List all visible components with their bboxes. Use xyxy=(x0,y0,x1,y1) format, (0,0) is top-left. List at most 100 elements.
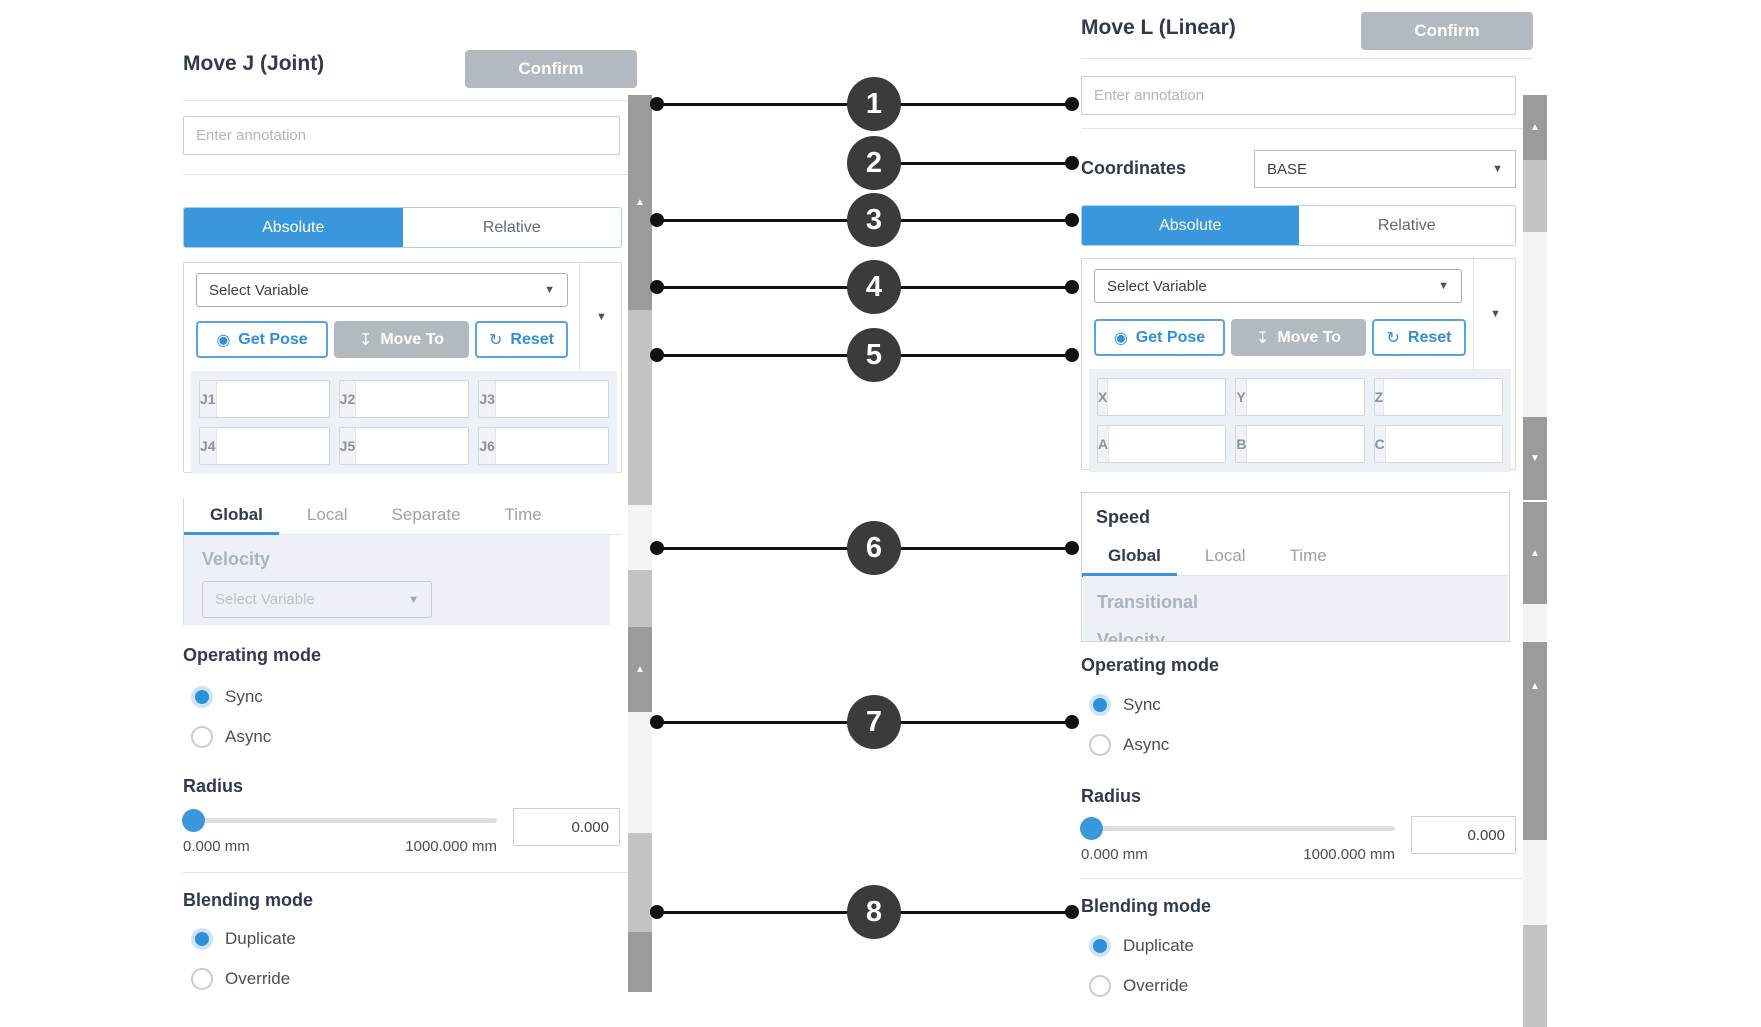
scrollbar-track[interactable] xyxy=(1523,604,1547,642)
move-j-panel: Move J (Joint) Confirm Absolute Relative… xyxy=(182,0,637,1027)
joint-input-j4[interactable] xyxy=(216,428,329,464)
joint-input-j1[interactable] xyxy=(216,381,329,417)
field-label: X xyxy=(1098,379,1109,415)
callout-dot xyxy=(1065,156,1079,170)
download-arrow-icon: ↧ xyxy=(358,331,373,349)
tab-relative[interactable]: Relative xyxy=(1298,206,1515,245)
move-to-label: Move To xyxy=(380,330,445,348)
slider-thumb[interactable] xyxy=(182,809,205,832)
scrollbar-track[interactable] xyxy=(628,505,652,570)
tab-global[interactable]: Global xyxy=(184,498,279,536)
scrollbar-thumb[interactable]: ▲ xyxy=(1523,502,1547,604)
pose-field-z: Z mm xyxy=(1373,378,1503,416)
callout-dot xyxy=(1065,541,1079,555)
coordinates-select[interactable]: BASE ▼ xyxy=(1254,150,1516,188)
reset-button[interactable]: ↻ Reset xyxy=(475,321,568,358)
scrollbar-thumb[interactable] xyxy=(628,833,652,932)
tab-local[interactable]: Local xyxy=(306,505,348,524)
reset-button[interactable]: ↻ Reset xyxy=(1372,319,1466,356)
scrollbar-track[interactable] xyxy=(1523,840,1547,925)
scrollbar-thumb[interactable] xyxy=(1523,925,1547,1027)
joint-input-j6[interactable] xyxy=(495,428,609,464)
duplicate-radio[interactable] xyxy=(1089,935,1111,957)
annotation-input[interactable] xyxy=(183,116,620,155)
pose-field-c: C ° xyxy=(1373,425,1503,463)
callout-3: 3 xyxy=(847,193,901,247)
radius-value-input[interactable]: 0.000 xyxy=(513,808,620,846)
radius-slider[interactable] xyxy=(182,809,497,832)
get-pose-button[interactable]: ◉ Get Pose xyxy=(196,321,328,358)
scrollbar-thumb[interactable]: ▼ xyxy=(1523,417,1547,500)
duplicate-radio[interactable] xyxy=(191,928,213,950)
radius-value-input[interactable]: 0.000 xyxy=(1411,816,1516,854)
divider xyxy=(183,100,637,101)
joint-input-j3[interactable] xyxy=(495,381,609,417)
scrollbar-thumb[interactable] xyxy=(628,310,652,505)
override-radio[interactable] xyxy=(1089,975,1111,997)
tab-absolute[interactable]: Absolute xyxy=(184,208,403,247)
scrollbar-thumb[interactable]: ▲ xyxy=(628,627,652,712)
scrollbar-thumb[interactable] xyxy=(628,570,652,627)
confirm-button[interactable]: Confirm xyxy=(465,50,637,88)
variable-select[interactable]: Select Variable ▼ xyxy=(1094,269,1462,303)
slider-thumb[interactable] xyxy=(1080,817,1103,840)
pose-input-y[interactable] xyxy=(1246,379,1364,415)
velocity-select[interactable]: Select Variable ▼ xyxy=(202,581,432,618)
transitional-label: Transitional xyxy=(1097,592,1199,612)
radio-row-override: Override xyxy=(191,966,290,992)
callout-dot xyxy=(650,905,664,919)
move-to-button[interactable]: ↧ Move To xyxy=(334,321,469,358)
tab-time[interactable]: Time xyxy=(1289,546,1327,565)
scrollbar-thumb[interactable]: ▲ xyxy=(1523,95,1547,160)
divider xyxy=(1081,878,1533,879)
joint-input-j2[interactable] xyxy=(356,381,469,417)
pose-input-x[interactable] xyxy=(1108,379,1226,415)
pose-input-a[interactable] xyxy=(1109,426,1226,462)
download-arrow-icon: ↧ xyxy=(1255,329,1270,347)
left-panel-scrollbar: ▲ ▲ xyxy=(628,0,652,1027)
joint-input-j5[interactable] xyxy=(356,428,469,464)
tab-absolute[interactable]: Absolute xyxy=(1082,206,1299,245)
scrollbar-thumb[interactable]: ▲ xyxy=(628,95,652,310)
sync-radio[interactable] xyxy=(1089,694,1111,716)
async-radio[interactable] xyxy=(191,726,213,748)
move-to-button[interactable]: ↧ Move To xyxy=(1231,319,1366,356)
tab-global[interactable]: Global xyxy=(1082,539,1177,577)
speed-tabs: Global Local Separate Time xyxy=(183,498,622,536)
pose-input-b[interactable] xyxy=(1247,426,1364,462)
scroll-up-icon: ▲ xyxy=(1530,547,1540,559)
callout-1: 1 xyxy=(847,77,901,131)
field-label: Y xyxy=(1236,379,1247,415)
variable-select-value: Select Variable xyxy=(1107,277,1207,295)
tab-time[interactable]: Time xyxy=(504,505,542,524)
radius-max-label: 1000.000 mm xyxy=(405,838,497,855)
variable-select[interactable]: Select Variable ▼ xyxy=(196,273,568,307)
pose-input-c[interactable] xyxy=(1385,426,1502,462)
sync-radio[interactable] xyxy=(191,686,213,708)
page-title: Move J (Joint) xyxy=(183,52,325,75)
scrollbar-thumb[interactable]: ▲ xyxy=(1523,642,1547,840)
callout-dot xyxy=(1065,280,1079,294)
tab-separate[interactable]: Separate xyxy=(391,505,461,524)
override-radio[interactable] xyxy=(191,968,213,990)
radius-slider[interactable] xyxy=(1080,817,1395,840)
field-label: C xyxy=(1374,426,1386,462)
scrollbar-track[interactable] xyxy=(628,712,652,833)
scrollbar-thumb[interactable] xyxy=(1523,160,1547,232)
callout-dot xyxy=(650,97,664,111)
scrollbar-thumb[interactable] xyxy=(628,932,652,992)
collapse-toggle[interactable]: ▼ xyxy=(1473,259,1517,369)
radius-min-label: 0.000 mm xyxy=(1081,846,1148,863)
get-pose-button[interactable]: ◉ Get Pose xyxy=(1094,319,1225,356)
joint-field-j5: J5 ° xyxy=(338,427,470,465)
joint-field-j2: J2 ° xyxy=(338,380,470,418)
pose-input-z[interactable] xyxy=(1384,379,1502,415)
refresh-icon: ↻ xyxy=(1386,329,1400,347)
confirm-button[interactable]: Confirm xyxy=(1361,12,1533,50)
collapse-toggle[interactable]: ▼ xyxy=(579,263,623,371)
tab-local[interactable]: Local xyxy=(1204,546,1246,565)
annotation-input[interactable] xyxy=(1081,76,1516,115)
scrollbar-track[interactable] xyxy=(1523,232,1547,417)
async-radio[interactable] xyxy=(1089,734,1111,756)
tab-relative[interactable]: Relative xyxy=(402,208,621,247)
